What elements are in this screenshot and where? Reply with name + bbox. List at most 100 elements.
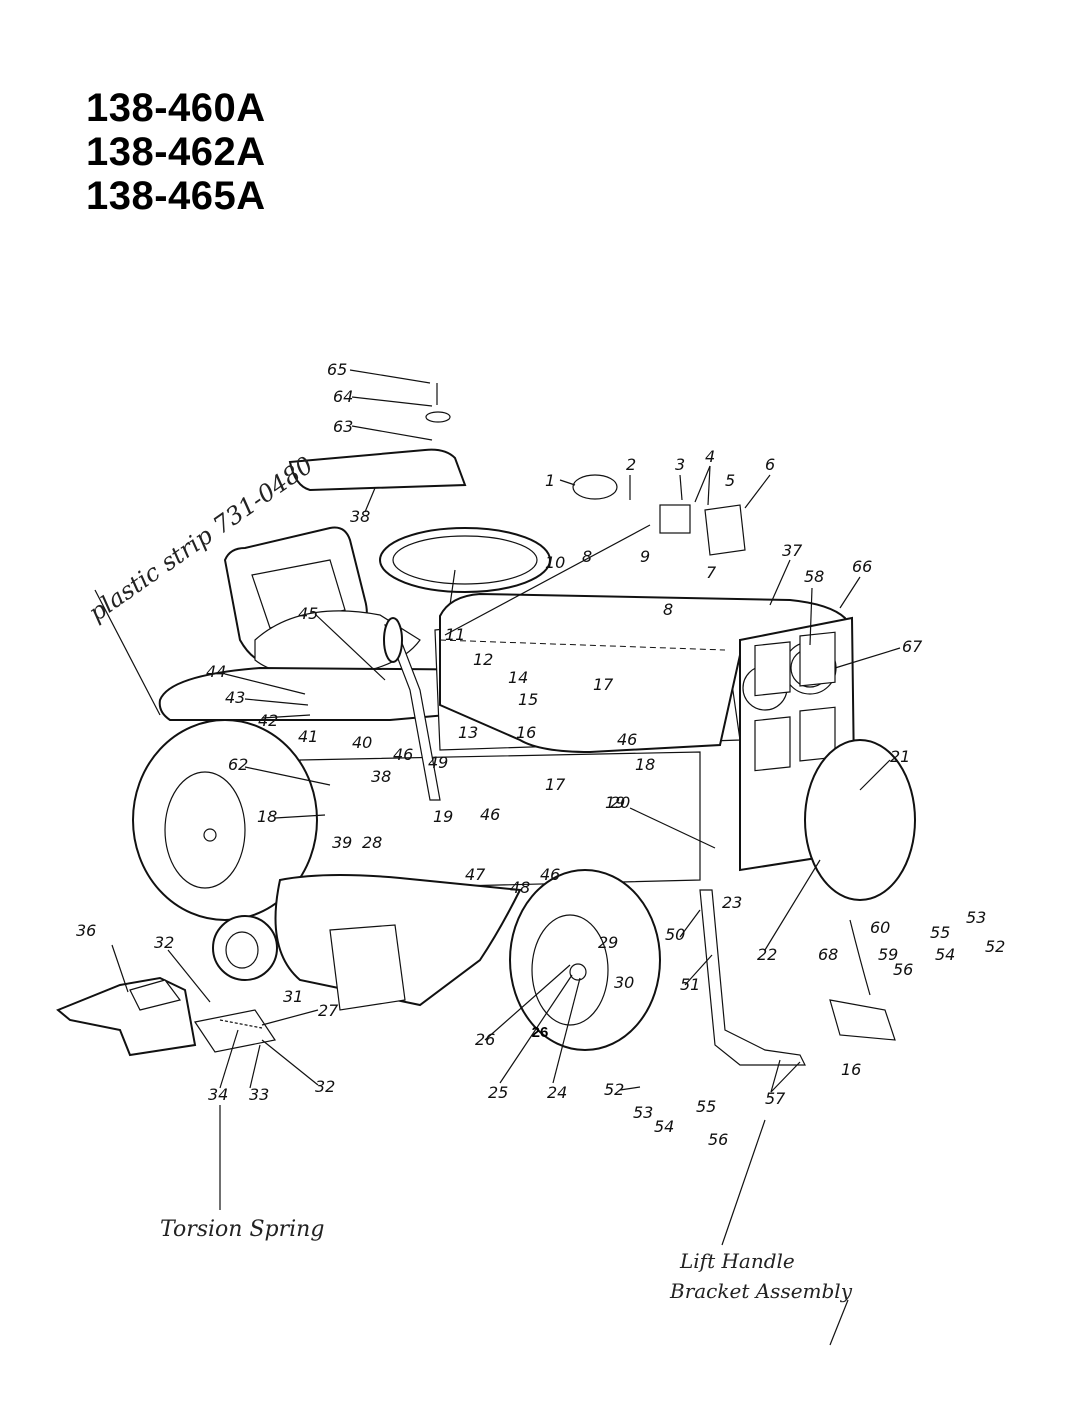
hood-drawing	[439, 592, 852, 754]
callout-17: 17	[593, 675, 614, 694]
callout-24: 24	[547, 1083, 567, 1102]
callout-64: 64	[333, 387, 353, 406]
callout-47: 47	[465, 865, 486, 884]
callout-38: 38	[371, 767, 391, 786]
callout-51: 51	[680, 975, 700, 994]
callout-3: 3	[675, 455, 685, 474]
callout-16: 16	[516, 723, 536, 742]
callout-11: 11	[445, 625, 465, 644]
callout-20: 20	[610, 793, 630, 812]
callout-56: 56	[893, 960, 913, 979]
callout-55: 55	[930, 923, 950, 942]
mower-deck-drawing	[212, 874, 522, 1011]
callout-32: 32	[154, 933, 174, 952]
callout-19: 19	[605, 793, 625, 812]
callout-48: 48	[510, 878, 530, 897]
callout-12: 12	[473, 650, 493, 669]
model-number: 138-465A	[86, 174, 266, 218]
leader-lines	[94, 369, 901, 1246]
callout-46: 46	[393, 745, 413, 764]
lift-lever-drawing	[383, 617, 441, 801]
callout-14: 14	[508, 668, 528, 687]
model-number: 138-460A	[86, 86, 266, 130]
small-parts-drawing	[425, 383, 746, 556]
callout-39: 39	[332, 833, 352, 852]
callout-18: 18	[635, 755, 655, 774]
callout-18: 18	[257, 807, 277, 826]
callout-50: 50	[665, 925, 685, 944]
callout-43: 43	[225, 688, 245, 707]
callout-33: 33	[249, 1085, 269, 1104]
callout-31: 31	[283, 987, 303, 1006]
callout-7: 7	[706, 563, 717, 582]
callout-38: 38	[350, 507, 370, 526]
handwritten-bracket-assembly-note: Bracket Assembly	[669, 1279, 853, 1303]
callout-65: 65	[327, 360, 347, 379]
callout-49: 49	[428, 753, 448, 772]
callout-29: 29	[598, 933, 618, 952]
callout-44: 44	[206, 662, 226, 681]
seat-drawing	[223, 526, 421, 678]
spring-bracket-drawing	[194, 1009, 276, 1053]
callout-55: 55	[696, 1097, 716, 1116]
model-numbers: 138-460A 138-462A 138-465A	[86, 86, 266, 218]
handwritten-lift-handle-note: Lift Handle	[679, 1249, 795, 1273]
callout-21: 21	[890, 747, 910, 766]
callout-40: 40	[352, 733, 372, 752]
lift-bracket-drawing	[699, 889, 896, 1066]
callout-16: 16	[841, 1060, 861, 1079]
discharge-chute-drawing	[56, 976, 197, 1057]
callout-34: 34	[208, 1085, 228, 1104]
steering-wheel-drawing	[379, 527, 551, 641]
callout-53: 53	[966, 908, 986, 927]
callout-59: 59	[878, 945, 898, 964]
callout-46: 46	[480, 805, 500, 824]
wheels-drawing	[132, 719, 916, 1051]
callout-60: 60	[870, 918, 890, 937]
callout-37: 37	[782, 541, 803, 560]
callout-8: 8	[663, 600, 673, 619]
callout-41: 41	[298, 727, 318, 746]
callout-22: 22	[757, 945, 777, 964]
callout-68: 68	[818, 945, 838, 964]
handwritten-torsion-spring-note: Torsion Spring	[160, 1217, 324, 1242]
page-number: 26	[531, 1024, 549, 1041]
callout-27: 27	[318, 1001, 339, 1020]
callout-32: 32	[315, 1077, 335, 1096]
callout-4: 4	[705, 447, 715, 466]
callout-36: 36	[76, 921, 96, 940]
callout-9: 9	[640, 547, 650, 566]
callout-53: 53	[633, 1103, 653, 1122]
handwritten-stroke	[829, 1299, 849, 1346]
callout-62: 62	[228, 755, 248, 774]
model-number: 138-462A	[86, 130, 266, 174]
callout-6: 6	[765, 455, 775, 474]
callout-23: 23	[722, 893, 742, 912]
callout-8: 8	[582, 547, 592, 566]
callout-10: 10	[545, 553, 565, 572]
callout-54: 54	[935, 945, 955, 964]
callout-2: 2	[626, 455, 636, 474]
callout-labels: 1 2 3 4 5 6 7 8 8 9 10 11 12 13 14 15 16…	[76, 360, 1005, 1149]
callout-56: 56	[708, 1130, 728, 1149]
callout-5: 5	[725, 471, 735, 490]
callout-15: 15	[518, 690, 538, 709]
callout-52: 52	[604, 1080, 624, 1099]
callout-52: 52	[985, 937, 1005, 956]
callout-58: 58	[804, 567, 824, 586]
callout-42: 42	[258, 711, 278, 730]
callout-45: 45	[298, 604, 318, 623]
callout-57: 57	[765, 1089, 786, 1108]
dash-panel-drawing	[288, 448, 467, 492]
callout-66: 66	[852, 557, 872, 576]
callout-1: 1	[545, 471, 555, 490]
callout-28: 28	[362, 833, 382, 852]
callout-54: 54	[654, 1117, 674, 1136]
callout-19: 19	[433, 807, 453, 826]
callout-46: 46	[540, 865, 560, 884]
callout-13: 13	[458, 723, 478, 742]
callout-63: 63	[333, 417, 353, 436]
callout-67: 67	[902, 637, 923, 656]
callout-25: 25	[488, 1083, 508, 1102]
